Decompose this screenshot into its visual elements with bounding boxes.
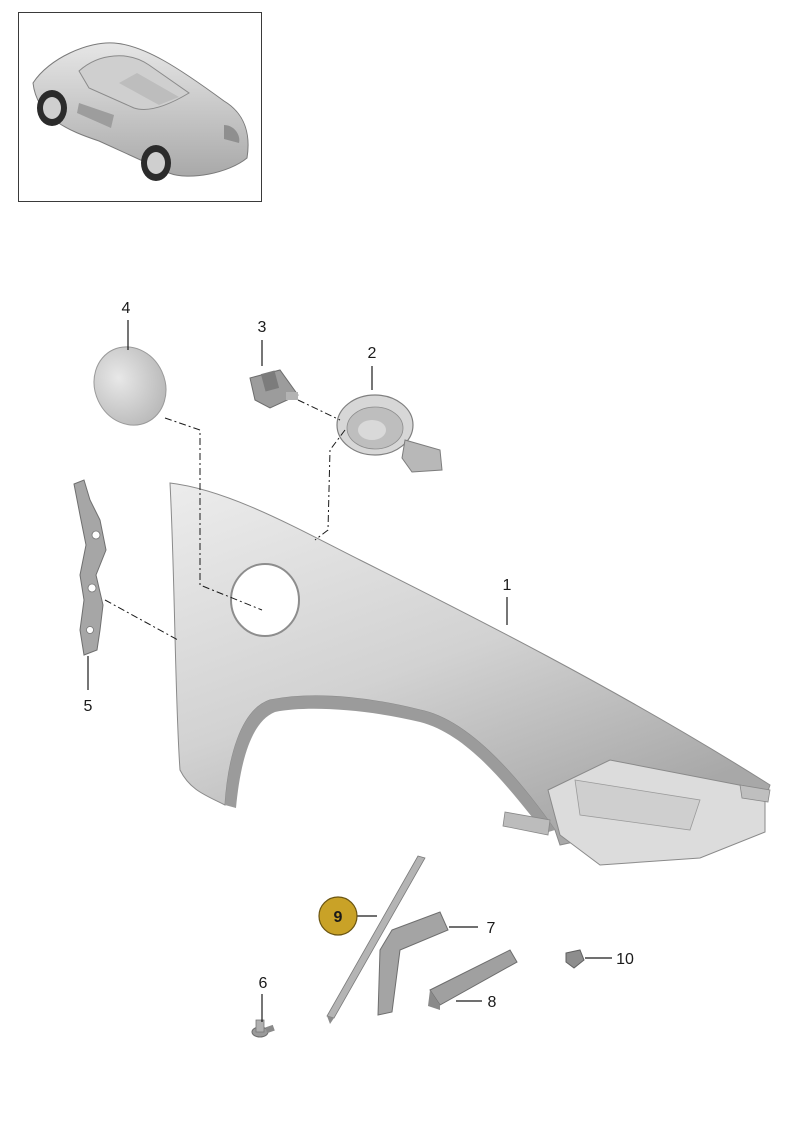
assembly-line-flap	[164, 417, 263, 611]
fender-bracket-part	[73, 479, 107, 656]
assembly-lines	[104, 399, 346, 641]
assembly-line-actuator	[297, 399, 341, 421]
callout-6: 6	[259, 975, 268, 992]
callout-8: 8	[488, 994, 497, 1011]
fuel-flap-part	[93, 346, 167, 426]
highlight-badge	[318, 896, 358, 936]
callout-4: 4	[122, 300, 131, 317]
callout-7: 7	[487, 920, 496, 937]
assembly-line-bracket	[104, 599, 179, 641]
screw-part	[251, 1019, 275, 1038]
callout-10: 10	[616, 951, 634, 968]
assembly-line-housing	[314, 429, 346, 541]
fuel-filler-housing-part	[336, 394, 443, 473]
callout-5: 5	[84, 698, 93, 715]
clip-part	[565, 949, 585, 969]
vehicle-thumbnail-frame	[18, 12, 262, 202]
car-icon	[32, 42, 249, 181]
callout-9: 9	[334, 909, 343, 926]
fender-part	[169, 482, 771, 866]
support-strip-part	[326, 855, 426, 1024]
callout-3: 3	[258, 319, 267, 336]
leader-lines	[87, 320, 612, 1022]
rail-bracket-part	[428, 949, 518, 1010]
actuator-part	[249, 369, 299, 409]
callout-9-highlight[interactable]: 9	[318, 896, 358, 936]
angled-bracket-part	[377, 911, 449, 1016]
callout-1: 1	[503, 577, 512, 594]
callout-2: 2	[368, 345, 377, 362]
